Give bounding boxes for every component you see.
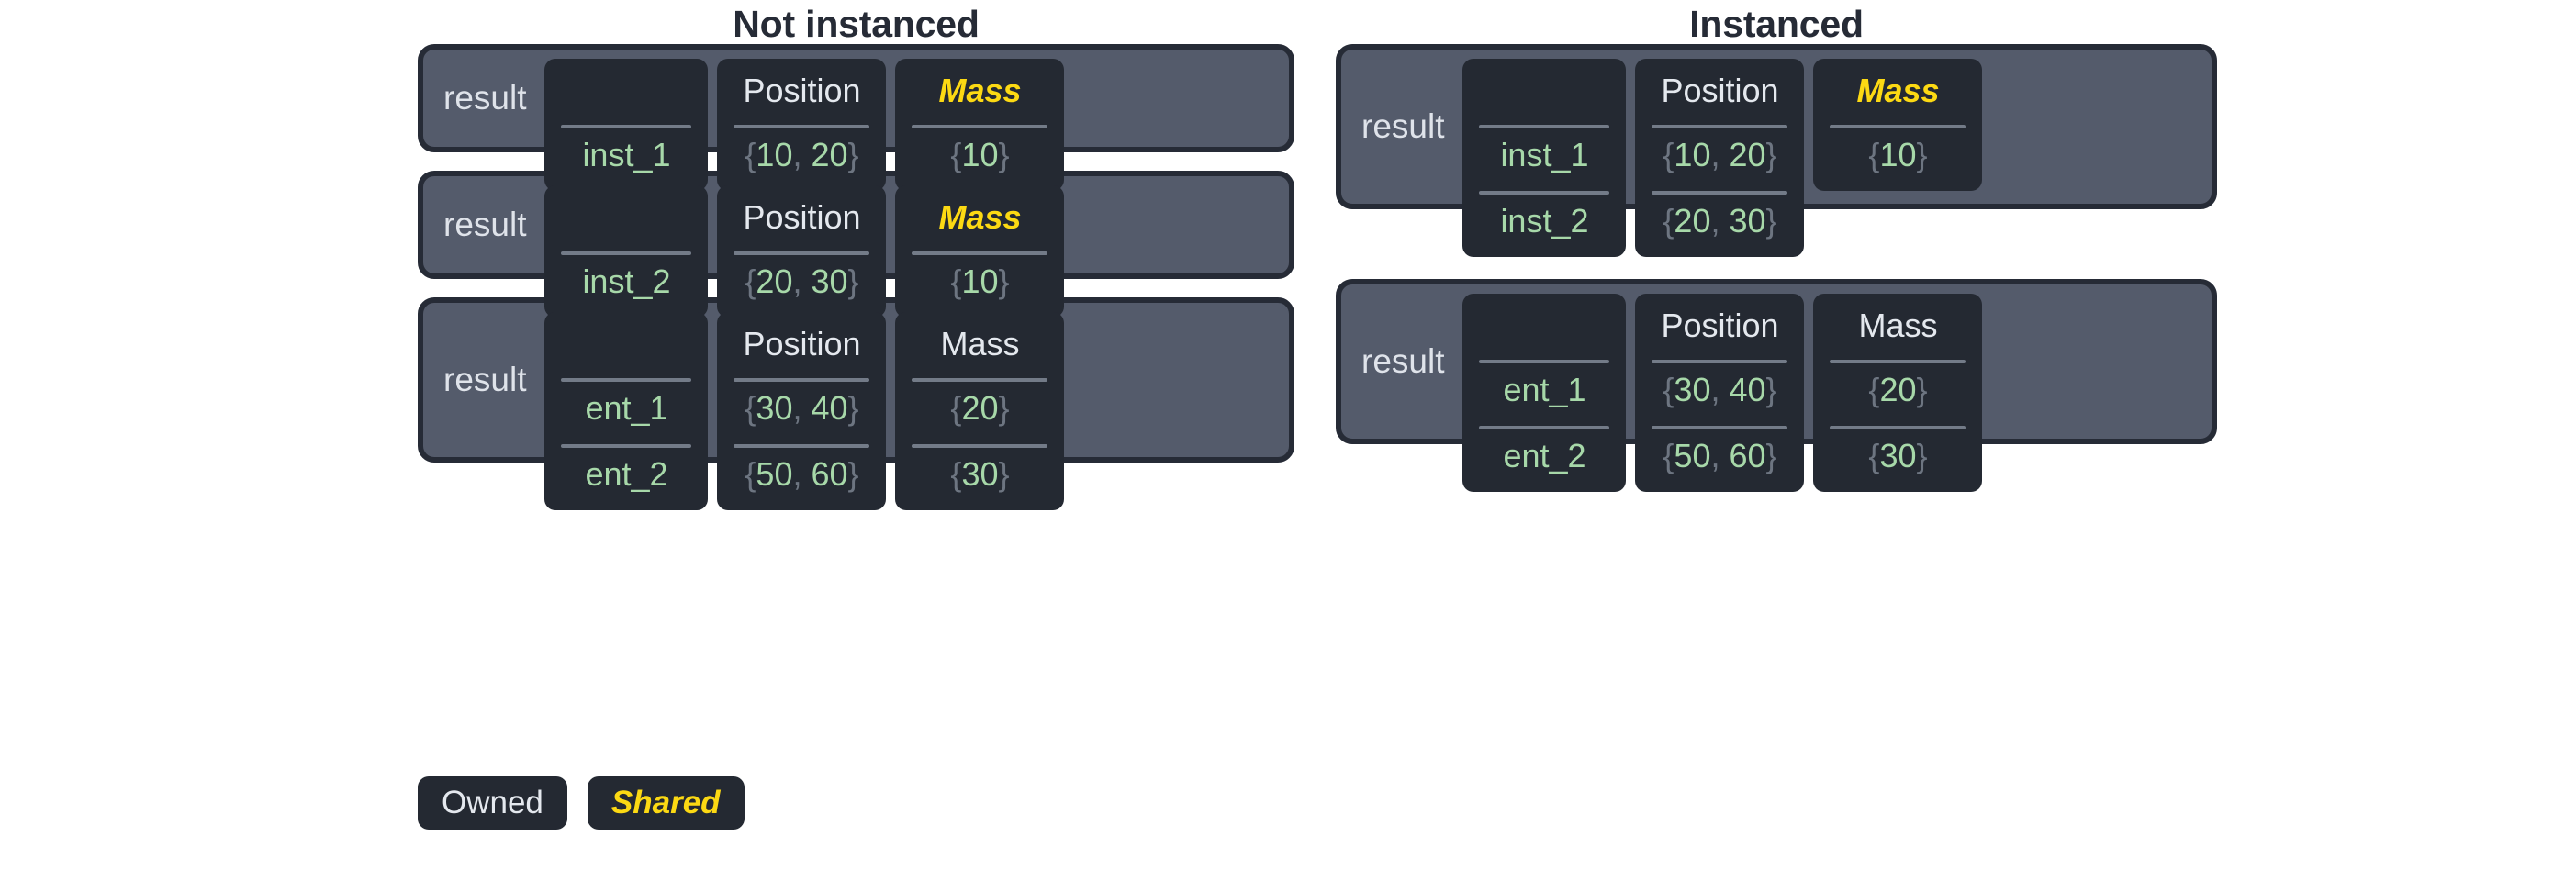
position-column: Position {10, 20}: [717, 59, 887, 191]
table-cell-name: ent_1: [585, 389, 668, 427]
column-header-blank: [544, 193, 708, 242]
table-cell-mass: {30}: [950, 455, 1010, 493]
header-rule: [1652, 360, 1788, 363]
instanced-column: Instanced result inst_1 inst_2 Position …: [1336, 0, 2217, 492]
table-cell-name: ent_1: [1503, 371, 1586, 408]
table-cell-mass: {20}: [1868, 371, 1928, 408]
column-header-position: Position: [1661, 72, 1779, 109]
header-rule: [1830, 125, 1966, 128]
table-cell-position: {30, 40}: [1663, 371, 1777, 408]
column-header-position: Position: [743, 72, 861, 109]
table-grid: inst_1 inst_2 Position {10, 20} {20, 30}…: [1462, 59, 2202, 257]
table-cell-name: inst_1: [582, 136, 671, 173]
column-header-mass: Mass: [938, 198, 1022, 236]
mass-column: Mass {10}: [895, 185, 1065, 318]
header-rule: [1479, 360, 1610, 363]
header-rule: [561, 251, 692, 255]
name-column: ent_1 ent_2: [1462, 294, 1627, 492]
position-column: Position {20, 30}: [717, 185, 887, 318]
table-row-label: result: [443, 206, 527, 243]
mass-column: Mass {10}: [895, 59, 1065, 191]
table-row-label: result: [443, 79, 527, 117]
table-card: result ent_1 ent_2 Position {30, 40} {50…: [418, 297, 1294, 510]
table-card: result inst_2 Position {20, 30} Mass {10…: [418, 171, 1294, 318]
row-rule: [734, 444, 870, 448]
name-column: ent_1 ent_2: [544, 312, 709, 510]
table-cell-mass: {20}: [950, 389, 1010, 427]
not-instanced-title: Not instanced: [733, 3, 980, 45]
header-rule: [561, 125, 692, 128]
table-card: result inst_1 inst_2 Position {10, 20} {…: [1336, 44, 2217, 257]
column-header-blank: [1462, 301, 1626, 351]
table-cell-name: inst_2: [1500, 202, 1589, 240]
column-header-mass: Mass: [938, 72, 1022, 109]
header-rule: [1830, 360, 1966, 363]
table-cell-position: {20, 30}: [1663, 202, 1777, 240]
column-header-mass: Mass: [940, 325, 1020, 362]
row-rule: [1652, 426, 1788, 429]
column-header-mass: Mass: [1858, 307, 1938, 344]
table-grid: ent_1 ent_2 Position {30, 40} {50, 60} M…: [1462, 294, 2202, 492]
table-row-label: result: [1361, 107, 1445, 145]
position-column: Position {10, 20} {20, 30}: [1635, 59, 1805, 257]
row-rule: [1830, 426, 1966, 429]
table-cell-mass: {30}: [1868, 437, 1928, 474]
table-cell-position: {50, 60}: [1663, 437, 1777, 474]
not-instanced-column: Not instanced result inst_1 Position {10…: [418, 0, 1294, 510]
table-cell-position: {30, 40}: [745, 389, 859, 427]
instanced-title: Instanced: [1689, 3, 1864, 45]
table-cell-position: {10, 20}: [1663, 136, 1777, 173]
legend: Owned Shared: [418, 776, 745, 830]
header-rule: [561, 378, 692, 382]
table-card: result ent_1 ent_2 Position {30, 40} {50…: [1336, 279, 2217, 492]
table-cell-name: ent_2: [585, 455, 668, 493]
column-header-blank: [544, 319, 708, 369]
row-rule: [1479, 191, 1610, 195]
mass-column: Mass {20} {30}: [895, 312, 1065, 510]
table-grid: ent_1 ent_2 Position {30, 40} {50, 60} M…: [544, 312, 1280, 510]
table-row-label: result: [443, 361, 527, 398]
legend-item-shared: Shared: [587, 776, 745, 830]
mass-column: Mass {10}: [1813, 59, 1983, 191]
table-cell-position: {20, 30}: [745, 262, 859, 300]
header-rule: [912, 251, 1048, 255]
row-rule: [912, 444, 1048, 448]
table-cell-name: ent_2: [1503, 437, 1586, 474]
table-cell-position: {10, 20}: [745, 136, 859, 173]
mass-column: Mass {20} {30}: [1813, 294, 1983, 492]
position-column: Position {30, 40} {50, 60}: [717, 312, 887, 510]
table-cell-position: {50, 60}: [745, 455, 859, 493]
table-cell-mass: {10}: [950, 136, 1010, 173]
table-cell-mass: {10}: [1868, 136, 1928, 173]
header-rule: [734, 251, 870, 255]
column-header-position: Position: [1661, 307, 1779, 344]
row-rule: [561, 444, 692, 448]
header-rule: [734, 378, 870, 382]
position-column: Position {30, 40} {50, 60}: [1635, 294, 1805, 492]
table-row-label: result: [1361, 342, 1445, 380]
column-header-blank: [1462, 66, 1626, 116]
name-column: inst_2: [544, 185, 709, 318]
name-column: inst_1: [544, 59, 709, 191]
table-cell-name: inst_1: [1500, 136, 1589, 173]
table-cell-mass: {10}: [950, 262, 1010, 300]
table-card: result inst_1 Position {10, 20} Mass {10…: [418, 44, 1294, 191]
table-grid: inst_2 Position {20, 30} Mass {10}: [544, 185, 1280, 318]
column-header-position: Position: [743, 325, 861, 362]
header-rule: [734, 125, 870, 128]
name-column: inst_1 inst_2: [1462, 59, 1627, 257]
header-rule: [912, 125, 1048, 128]
column-header-position: Position: [743, 198, 861, 236]
table-grid: inst_1 Position {10, 20} Mass {10}: [544, 59, 1280, 191]
legend-item-owned: Owned: [418, 776, 567, 830]
row-rule: [1652, 191, 1788, 195]
header-rule: [1479, 125, 1610, 128]
row-rule: [1479, 426, 1610, 429]
header-rule: [1652, 125, 1788, 128]
header-rule: [912, 378, 1048, 382]
column-header-blank: [544, 66, 708, 116]
column-header-mass: Mass: [1856, 72, 1940, 109]
table-cell-name: inst_2: [582, 262, 671, 300]
